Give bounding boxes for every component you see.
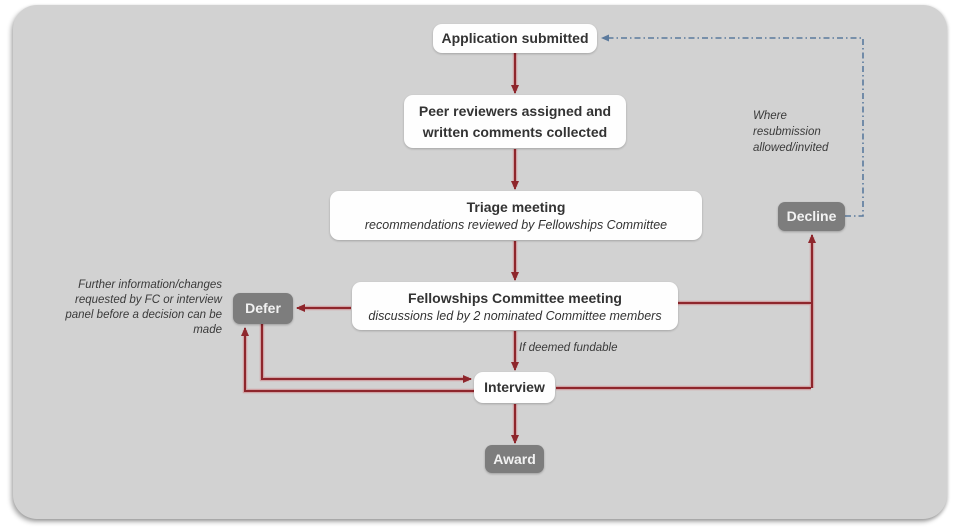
- edge-interview-to-defer: [241, 327, 474, 392]
- node-defer-label: Defer: [245, 300, 281, 317]
- edge-decline-to-application: [601, 34, 864, 217]
- fundable-edge-label: If deemed fundable: [519, 342, 618, 354]
- node-award-label: Award: [493, 450, 536, 467]
- diagram-canvas: [13, 5, 947, 519]
- node-defer: Defer: [233, 293, 293, 324]
- node-fc-meeting-subtitle: discussions led by 2 nominated Committee…: [368, 308, 662, 323]
- blue-resubmission-edge: [601, 34, 864, 217]
- node-award: Award: [485, 445, 544, 473]
- node-triage-title: Triage meeting: [466, 199, 566, 216]
- node-application-label: Application submitted: [441, 30, 589, 47]
- node-interview-label: Interview: [484, 379, 545, 396]
- node-peer-reviewers-label: Peer reviewers assigned and written comm…: [418, 103, 612, 140]
- node-triage-subtitle: recommendations reviewed by Fellowships …: [364, 218, 668, 233]
- edge-defer-to-interview: [261, 324, 472, 383]
- defer-note-annotation: Further information/changes requested by…: [65, 279, 222, 336]
- node-decline-label: Decline: [786, 208, 837, 225]
- red-edges: [241, 53, 816, 444]
- node-decline: Decline: [778, 202, 845, 231]
- node-fc-meeting-title: Fellowships Committee meeting: [408, 289, 622, 306]
- node-application-submitted: Application submitted: [433, 24, 597, 53]
- node-triage-meeting: Triage meeting recommendations reviewed …: [330, 191, 702, 240]
- node-peer-reviewers: Peer reviewers assigned and written comm…: [404, 95, 626, 148]
- node-fc-meeting: Fellowships Committee meeting discussion…: [352, 282, 678, 330]
- node-interview: Interview: [474, 372, 555, 403]
- resubmission-annotation: Where resubmission allowed/invited: [753, 110, 829, 155]
